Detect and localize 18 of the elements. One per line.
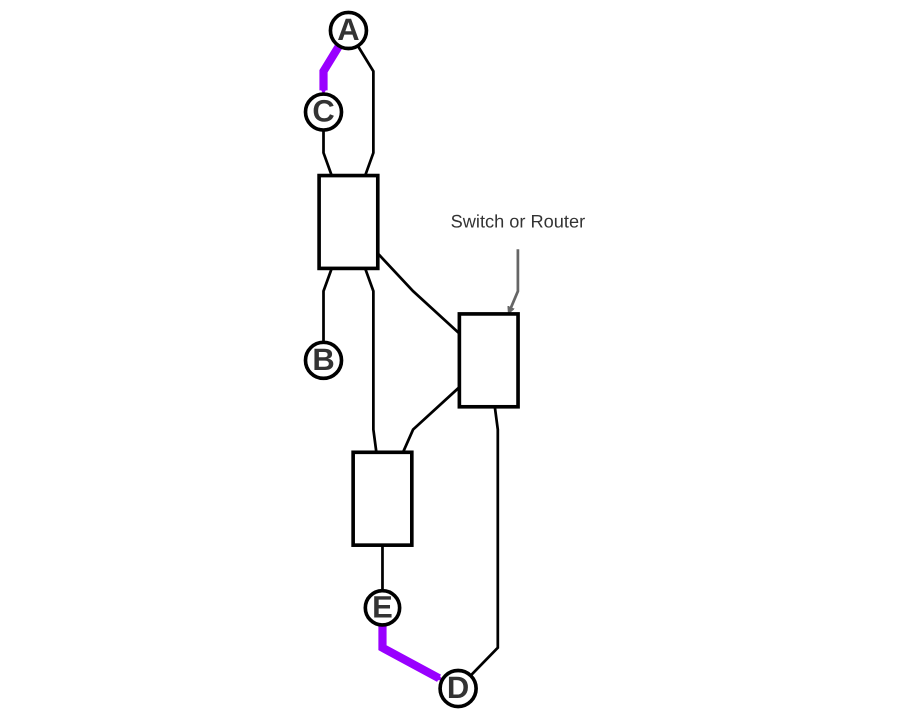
- connector: [322, 130, 333, 176]
- arrow: [507, 249, 520, 314]
- connector: [356, 45, 375, 176]
- connector: [364, 268, 378, 452]
- arrow: [378, 624, 443, 682]
- connector: [381, 545, 384, 591]
- node-text: Switch or Router: [450, 212, 586, 232]
- node-circle: D: [438, 668, 478, 708]
- node-box: [317, 174, 380, 270]
- node-circle: A: [328, 10, 368, 50]
- connector: [322, 268, 333, 342]
- node-box: [458, 312, 520, 409]
- arrow: [319, 44, 343, 94]
- node-circle: C: [304, 92, 344, 132]
- node-box: [351, 450, 414, 547]
- node-circle: E: [364, 588, 402, 627]
- connector: [470, 406, 500, 677]
- node-circle: B: [304, 340, 344, 380]
